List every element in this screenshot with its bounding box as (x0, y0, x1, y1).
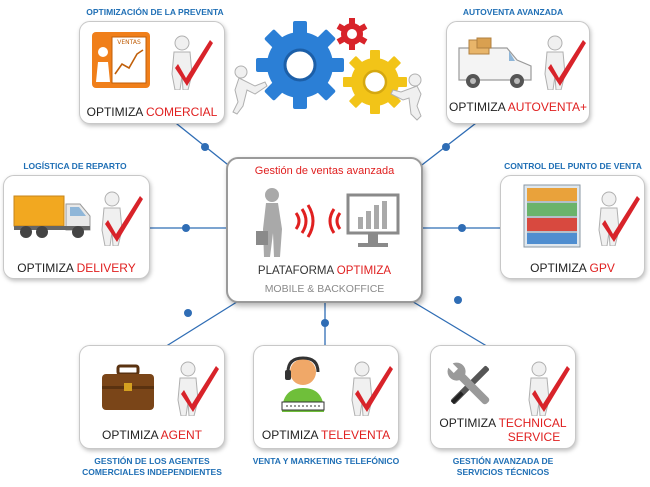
module-label-delivery: OPTIMIZA DELIVERY (17, 261, 136, 275)
caption-agent: GESTIÓN DE LOS AGENTES COMERCIALES INDEP… (77, 456, 227, 479)
module-card-autoventa[interactable]: OPTIMIZA AUTOVENTA+ (446, 21, 590, 124)
blue-gear-icon (256, 21, 344, 109)
connector-dot (442, 143, 450, 151)
telemarketing-agent-icon (281, 356, 325, 412)
connector-line-comercial (171, 119, 233, 169)
module-highlight-technical-line2: SERVICE (507, 430, 561, 445)
sales-chart-icon: VENTAS (92, 32, 150, 88)
caption-technical-line2: SERVICIOS TÉCNICOS (456, 467, 550, 478)
module-highlight-delivery: DELIVERY (76, 261, 136, 275)
module-card-technical[interactable]: OPTIMIZA TECHNICAL SERVICE (430, 345, 576, 449)
connector-dot (182, 224, 190, 232)
connector-dot (458, 224, 466, 232)
walking-person-icon (256, 188, 282, 257)
caption-autoventa: AUTOVENTA AVANZADA (462, 7, 564, 17)
platform-illustration (256, 188, 400, 257)
module-card-televenta[interactable]: OPTIMIZA TELEVENTA (253, 345, 399, 449)
checkmark-figure-icon (544, 35, 586, 90)
caption-agent-line1: GESTIÓN DE LOS AGENTES (94, 456, 210, 466)
connector-line-technical (409, 299, 491, 349)
gears-illustration (232, 18, 422, 121)
module-card-comercial[interactable]: VENTAS OPTIMIZA COMERCIAL (79, 21, 225, 124)
red-gear-icon (336, 18, 368, 50)
module-label-gpv: OPTIMIZA GPV (530, 261, 615, 275)
signal-waves-icon (294, 204, 342, 238)
pushing-figure-left-icon (232, 65, 268, 115)
store-shelf-icon (523, 184, 581, 248)
module-highlight-gpv: GPV (589, 261, 615, 275)
connector-dot (321, 319, 329, 327)
checkmark-figure-icon (171, 35, 213, 90)
module-label-agent: OPTIMIZA AGENT (101, 428, 203, 442)
module-highlight-autoventa: AUTOVENTA+ (507, 100, 587, 114)
checkmark-figure-icon (351, 361, 393, 416)
checkmark-figure-icon (598, 191, 640, 246)
module-card-delivery[interactable]: OPTIMIZA DELIVERY (3, 175, 150, 279)
delivery-truck-icon (13, 195, 91, 238)
briefcase-icon (102, 364, 154, 410)
caption-comercial: OPTIMIZACIÓN DE LA PREVENTA (86, 7, 224, 17)
module-card-agent[interactable]: OPTIMIZA AGENT (79, 345, 225, 449)
connector-dot (201, 143, 209, 151)
caption-technical-line1: GESTIÓN AVANZADA DE (452, 456, 554, 466)
connector-dot (184, 309, 192, 317)
module-highlight-technical-line1: TECHNICAL (498, 416, 567, 430)
caption-technical: GESTIÓN AVANZADA DE SERVICIOS TÉCNICOS (428, 456, 578, 479)
checkmark-figure-icon (528, 361, 570, 416)
pushing-figure-right-icon (390, 73, 422, 121)
caption-gpv: CONTROL DEL PUNTO DE VENTA (504, 161, 642, 171)
van-icon (458, 37, 532, 88)
platform-center-card[interactable]: Gestión de ventas avanzada PLATAFORMA OP… (226, 157, 423, 303)
monitor-icon (346, 193, 400, 247)
center-title: Gestión de ventas avanzada (254, 165, 395, 177)
tools-icon (447, 362, 490, 405)
caption-agent-line2: COMERCIALES INDEPENDIENTES (82, 467, 222, 478)
module-label-technical: OPTIMIZA TECHNICAL SERVICE (439, 416, 567, 445)
connector-line-agent (159, 299, 241, 351)
connector-line-autoventa (417, 119, 481, 169)
module-highlight-comercial: COMERCIAL (146, 105, 218, 119)
checkmark-figure-icon (177, 361, 219, 416)
module-label-autoventa: OPTIMIZA AUTOVENTA+ (449, 100, 587, 114)
module-label-televenta: OPTIMIZA TELEVENTA (261, 428, 391, 442)
platform-name: PLATAFORMA OPTIMIZA (257, 265, 392, 277)
platform-highlight: OPTIMIZA (336, 265, 392, 277)
platform-subtitle: MOBILE & BACKOFFICE (264, 283, 385, 295)
caption-delivery: LOGÍSTICA DE REPARTO (23, 161, 127, 171)
ventas-icon-text: VENTAS (117, 39, 141, 46)
module-highlight-televenta: TELEVENTA (321, 428, 391, 442)
module-label-comercial: OPTIMIZA COMERCIAL (86, 105, 218, 119)
connector-dot (454, 296, 462, 304)
module-card-gpv[interactable]: OPTIMIZA GPV (500, 175, 645, 279)
checkmark-figure-icon (101, 191, 143, 246)
caption-televenta: VENTA Y MARKETING TELEFÓNICO (252, 456, 400, 466)
module-highlight-agent: AGENT (160, 428, 203, 442)
yellow-gear-icon (343, 50, 407, 114)
